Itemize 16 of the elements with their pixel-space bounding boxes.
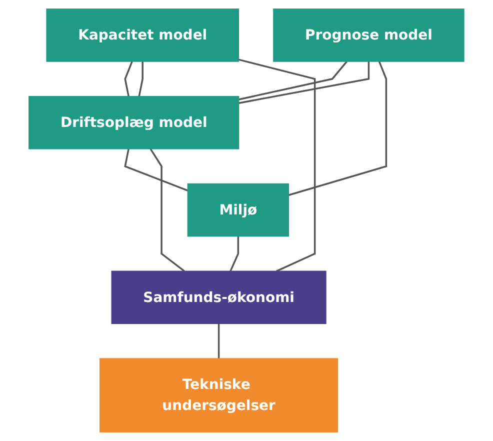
node-box: Tekniske undersøgelser xyxy=(100,358,338,432)
connector xyxy=(238,61,370,104)
connector xyxy=(238,60,348,100)
node-box: Driftsoplæg model xyxy=(28,96,240,150)
node-box: Miljø xyxy=(187,183,290,237)
node-box: Samfunds-økonomi xyxy=(111,270,326,324)
node-box: Prognose model xyxy=(273,8,464,62)
connector xyxy=(124,61,133,97)
connector xyxy=(288,61,388,196)
connector xyxy=(138,61,144,97)
connector xyxy=(124,148,188,192)
node-box: Kapacitet model xyxy=(46,8,240,62)
connector xyxy=(218,324,220,359)
connector xyxy=(238,58,316,272)
connector xyxy=(150,148,186,272)
connector xyxy=(230,236,240,272)
